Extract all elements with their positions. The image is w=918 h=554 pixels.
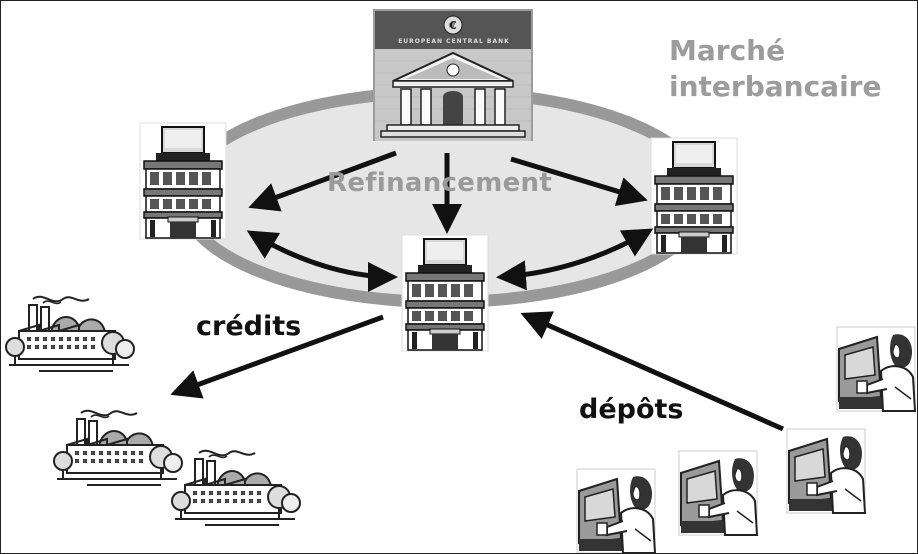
- depositor-at-counter-icon: [678, 450, 758, 536]
- factory-icon: [53, 409, 183, 486]
- bank-building-icon-center: [401, 234, 489, 352]
- ecb-caption: EUROPEAN CENTRAL BANK: [398, 38, 510, 45]
- depositor-at-counter-icon: [836, 326, 916, 412]
- interbank-market-label-line2: interbancaire: [669, 70, 882, 103]
- depositor-at-counter-icon: [786, 428, 866, 514]
- refinancing-label: Refinancement: [327, 168, 553, 198]
- credits-arrow: [170, 314, 384, 399]
- interbank-arrow-left: [246, 230, 398, 292]
- factory-icon: [171, 449, 301, 526]
- interbank-arrows: [246, 228, 654, 292]
- deposits-arrow: [520, 311, 785, 432]
- interbank-arrow-right: [496, 228, 654, 291]
- factory-icon: [5, 295, 135, 372]
- interbank-market-label-line1: Marché: [669, 34, 786, 67]
- interbank-market-label: Marché interbancaire: [669, 33, 881, 105]
- bank-building-icon-right: [650, 137, 738, 255]
- refinancing-arrows: [248, 150, 648, 234]
- deposits-label: dépôts: [579, 394, 684, 425]
- refinancing-arrow-left: [248, 150, 397, 212]
- european-central-bank-icon: €: [373, 9, 533, 141]
- svg-text:€: €: [448, 19, 457, 32]
- refinancing-arrow-right: [510, 156, 648, 207]
- depositor-at-counter-icon: [576, 468, 656, 553]
- credits-label: crédits: [196, 311, 302, 342]
- bank-building-icon-left: [139, 122, 227, 240]
